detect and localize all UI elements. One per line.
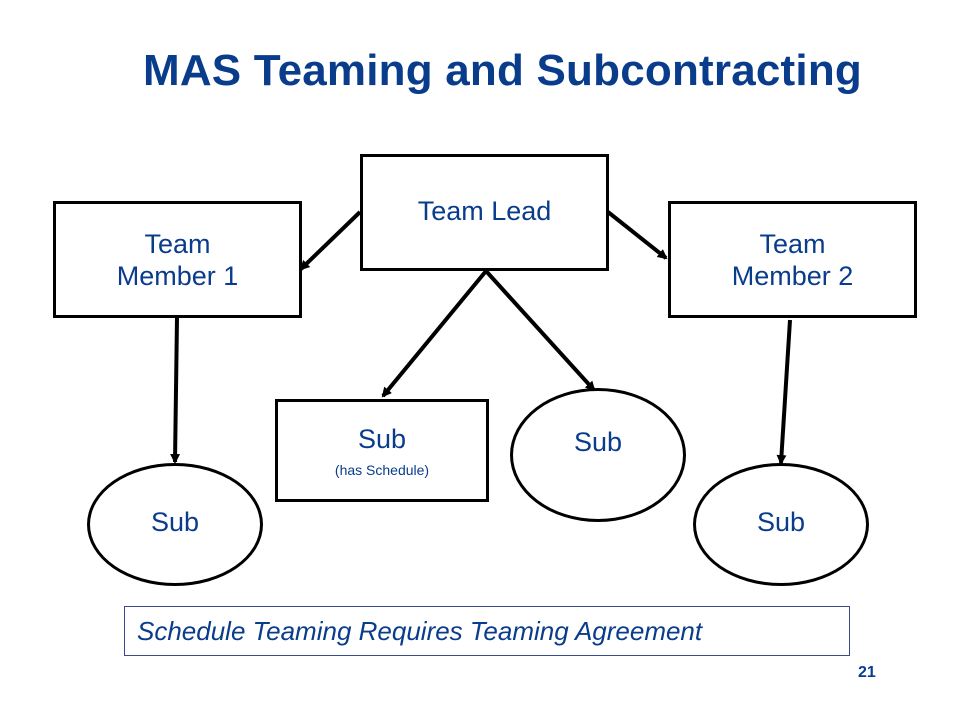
- teaming-agreement-note-text: Schedule Teaming Requires Teaming Agreem…: [137, 615, 703, 646]
- sub-center-ellipse: Sub: [510, 388, 686, 522]
- team-member-1-line2: Member 1: [116, 260, 239, 291]
- team-member-2-line1: Team: [759, 228, 826, 259]
- edge-team-lead-to-sub-center: [484, 269, 596, 392]
- sub-schedule-label: Sub: [357, 423, 407, 454]
- edge-member-2-to-sub-right: [776, 319, 792, 465]
- edge-team-lead-to-member-2: [606, 210, 668, 260]
- team-member-2-box: Team Member 2: [668, 201, 917, 318]
- team-lead-box: Team Lead: [360, 154, 609, 271]
- page-title: MAS Teaming and Subcontracting: [142, 46, 862, 95]
- edge-team-lead-to-sub-schedule: [381, 269, 488, 398]
- team-member-1-box: Team Member 1: [53, 201, 302, 318]
- sub-right-ellipse: Sub: [693, 463, 869, 586]
- team-lead-label: Team Lead: [417, 196, 552, 226]
- sub-left-ellipse: Sub: [87, 463, 263, 586]
- sub-center-label: Sub: [573, 427, 623, 457]
- sub-right-label: Sub: [756, 506, 806, 537]
- team-member-2-line2: Member 2: [731, 260, 854, 291]
- edge-member-1-to-sub-left: [170, 317, 181, 464]
- page-number: 21: [858, 664, 876, 681]
- edge-team-lead-to-member-1: [299, 210, 362, 271]
- sub-schedule-note: (has Schedule): [334, 461, 430, 478]
- sub-left-label: Sub: [150, 506, 200, 537]
- team-member-1-line1: Team: [144, 228, 211, 259]
- sub-schedule-box: Sub (has Schedule): [275, 399, 489, 502]
- teaming-agreement-note: Schedule Teaming Requires Teaming Agreem…: [124, 606, 850, 656]
